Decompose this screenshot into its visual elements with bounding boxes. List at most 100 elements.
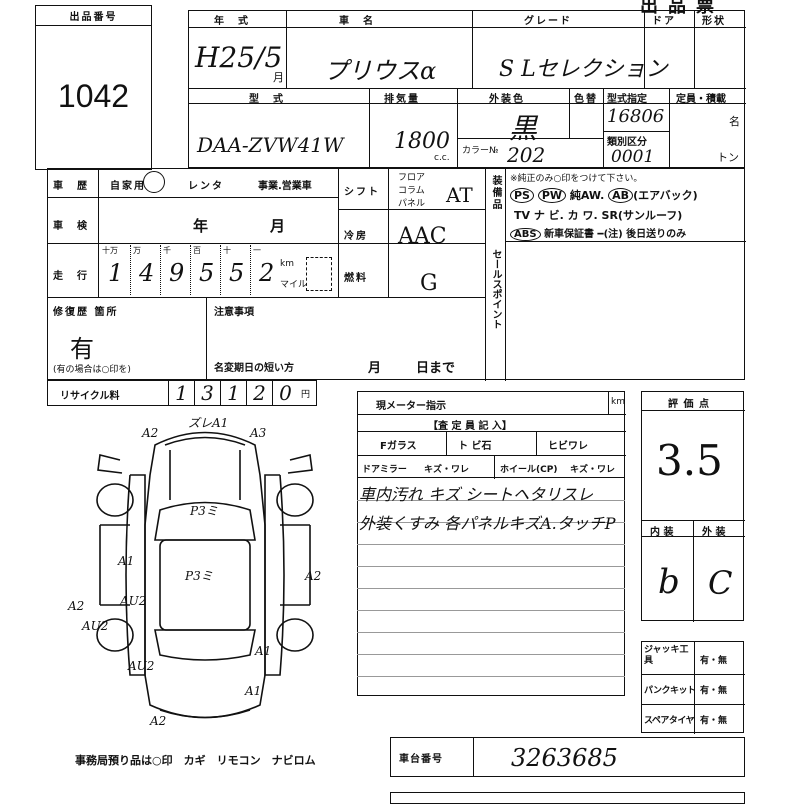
shape-label: 形状 — [702, 16, 726, 27]
jack-label: ジャッキ工具 — [644, 645, 689, 666]
capacity-label: 定員・積載 — [676, 94, 726, 105]
fuel-label: 燃料 — [344, 273, 368, 284]
interior-label: 内 装 — [650, 527, 674, 538]
recycle-digit: 3 — [194, 381, 220, 405]
diag-label-8: A2 — [67, 599, 84, 613]
year-value: H25/5 — [195, 41, 283, 74]
inspector-note-1: 車内汚れ キズ シートヘタリスレ — [359, 485, 594, 504]
sheet-title: 出品票 — [640, 0, 724, 17]
diag-label-10: AU2 — [81, 619, 108, 633]
diag-label-3: A3 — [249, 426, 267, 440]
name-change-label: 名変期日の短い方 — [214, 363, 294, 374]
history-label: 車 歴 — [53, 181, 89, 192]
inspection-month: 月 — [270, 217, 288, 235]
ac-label: 冷房 — [344, 231, 368, 242]
history-business: 事業.営業車 — [258, 181, 312, 192]
shift-floor: フロア — [398, 173, 426, 183]
puncture-label: パンクキット — [644, 686, 696, 696]
recycle-digit: 0 — [272, 381, 298, 405]
diag-label-11: A1 — [254, 644, 271, 658]
model-value: DAA-ZVW41W — [197, 133, 344, 157]
capacity-ton-unit: トン — [717, 151, 739, 164]
type-cert-value: 16806 — [607, 106, 665, 127]
equipment-row1: PS PW 純AW. AB(エアバック) — [510, 187, 698, 203]
spare-label: スペアタイヤ — [644, 716, 695, 726]
mirror-label: ドアミラー — [362, 465, 407, 475]
meter-label: 現メーター指示 — [376, 401, 446, 412]
chassis-box: 車台番号 3263685 — [390, 737, 745, 777]
class-label: 類別区分 — [607, 137, 647, 148]
mile-checkbox[interactable] — [306, 257, 332, 291]
grade-label: グレード — [524, 16, 572, 27]
wheel-options: キズ・ワレ — [570, 465, 616, 475]
chassis-label: 車台番号 — [399, 754, 443, 765]
mileage-unit-label: 十 — [223, 246, 231, 255]
lot-number-box: 出品番号 1042 — [35, 5, 152, 170]
eq-ab: AB — [608, 188, 634, 203]
exterior-value: C — [708, 564, 733, 602]
vehicle-info-block: 年 式 車 名 グレード ドア 形状 H25/5 月 プリウスα S Lセレクシ… — [188, 10, 746, 168]
recycle-digit: 2 — [246, 381, 272, 405]
equipment-note: ※純正のみ○印をつけて下さい。 — [510, 174, 643, 184]
eq-abs: ABS — [510, 228, 541, 241]
equipment-row2: TV ナ ビ. カ ワ. SR(サンルーフ) — [514, 209, 683, 222]
caution-day: 日まで — [416, 361, 456, 376]
equipment-row3: ABS 新車保証書 ━(注) 後日送りのみ — [510, 225, 686, 241]
grade-value: S Lセレクション — [499, 57, 668, 82]
color-no-label: カラー№ — [462, 146, 499, 156]
repair-value: 有 — [70, 335, 94, 363]
history-private: 自家用 — [110, 181, 146, 192]
diag-label-14: A2 — [149, 714, 166, 728]
cc-unit: c.c. — [434, 153, 450, 163]
mileage-digit: 4 — [139, 259, 155, 287]
eq-pw: PW — [537, 188, 567, 203]
inspection-year: 年 — [193, 217, 211, 235]
exterior-label: 外 装 — [702, 527, 726, 538]
diag-label-9: AU2 — [119, 594, 146, 608]
km-unit: km — [280, 259, 294, 269]
mileage-unit-label: 十万 — [102, 246, 118, 255]
mileage-unit-label: 百 — [193, 246, 201, 255]
mileage-digit: 2 — [259, 259, 275, 287]
rating-box: 評 価 点 3.5 内 装 外 装 b C — [641, 391, 745, 622]
repair-label: 修復歴 箇所 — [53, 307, 119, 318]
recycle-unit: 円 — [301, 390, 311, 400]
diag-label-13: A1 — [244, 684, 261, 698]
mileage-digit: 5 — [229, 259, 245, 287]
tools-box: ジャッキ工具 有・無 パンクキット 有・無 スペアタイヤ 有・無 — [641, 641, 745, 734]
inspection-label: 車 検 — [53, 221, 89, 232]
eq-aw: 純AW. — [569, 189, 605, 202]
type-cert-label: 型式指定 — [607, 94, 647, 105]
shift-value: AT — [446, 183, 473, 207]
diagram-footer: 事務局預り品は○印 カギ リモコン ナビロム — [75, 754, 316, 767]
ext-color-value: 黒 — [509, 112, 538, 145]
private-circle — [143, 171, 165, 193]
year-unit: 月 — [273, 71, 284, 84]
mileage-unit-label: 万 — [133, 246, 141, 255]
spare-option[interactable]: 有・無 — [700, 716, 728, 726]
rating-label: 評 価 点 — [668, 399, 710, 410]
mileage-cell: 十万 1 — [100, 245, 130, 295]
eq-warranty: 新車保証書 ━(注) 後日送りのみ — [544, 229, 687, 240]
diag-label-4: P3ミ — [189, 504, 218, 518]
chassis-value: 3263685 — [511, 744, 618, 772]
puncture-option[interactable]: 有・無 — [700, 686, 728, 696]
interior-value: b — [658, 562, 680, 602]
doors-label: ドア — [652, 16, 676, 27]
mileage-unit-label: 千 — [163, 246, 171, 255]
mileage-digit: 1 — [108, 259, 124, 287]
equipment-label: 装備品 — [490, 175, 501, 211]
mileage-label: 走 行 — [53, 271, 89, 282]
eq-ps: PS — [510, 188, 534, 203]
recycle-digit: 1 — [168, 381, 194, 405]
jack-option[interactable]: 有・無 — [700, 656, 728, 666]
meter-unit: km — [611, 397, 625, 407]
recycle-digit: 1 — [220, 381, 246, 405]
